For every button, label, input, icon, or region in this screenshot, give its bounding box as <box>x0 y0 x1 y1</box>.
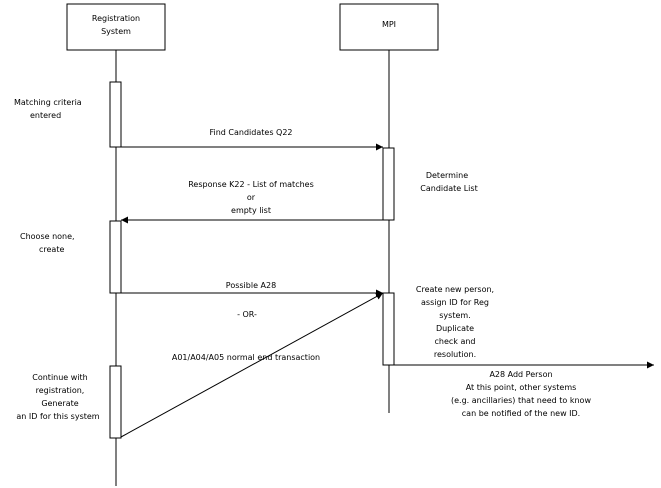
continue-note-1: Continue with <box>32 373 88 382</box>
a28-desc-2: (e.g. ancillaries) that need to know <box>451 396 591 405</box>
create-note-6: resolution. <box>434 350 476 359</box>
a28-desc-3: can be notified of the new ID. <box>462 409 580 418</box>
find-candidates-label: Find Candidates Q22 <box>209 128 292 137</box>
create-note-3: system. <box>439 311 470 320</box>
mpi-label: MPI <box>382 20 396 29</box>
response-k22-label-3: empty list <box>231 206 271 215</box>
a01-a04-a05-label: A01/A04/A05 normal end transaction <box>172 353 320 362</box>
continue-note-4: an ID for this system <box>16 412 99 421</box>
registration-system-label-1: Registration <box>92 14 140 23</box>
mpi-activation-2 <box>382 292 395 366</box>
a01-a04-a05-arrow <box>120 292 384 438</box>
continue-note-3: Generate <box>41 399 78 408</box>
registration-system-label-2: System <box>101 27 131 36</box>
determine-note-1: Determine <box>426 171 468 180</box>
registration-activation-1 <box>109 81 122 148</box>
continue-note-2: registration, <box>36 386 85 395</box>
matching-criteria-note-1: Matching criteria <box>14 98 82 107</box>
choose-none-note-2: create <box>39 245 64 254</box>
response-k22-label-2: or <box>247 193 256 202</box>
choose-none-note-1: Choose none, <box>20 232 75 241</box>
matching-criteria-note-2: entered <box>30 111 61 120</box>
create-note-2: assign ID for Reg <box>421 298 489 307</box>
create-note-4: Duplicate <box>436 324 474 333</box>
determine-note-2: Candidate List <box>420 184 477 193</box>
a28-desc-1: At this point, other systems <box>466 383 577 392</box>
mpi-box <box>339 3 439 51</box>
mpi-activation-1 <box>382 147 395 221</box>
possible-a28-label: Possible A28 <box>226 281 276 290</box>
response-k22-label-1: Response K22 - List of matches <box>188 180 314 189</box>
registration-activation-3 <box>109 365 122 439</box>
create-note-5: check and <box>434 337 475 346</box>
create-note-1: Create new person, <box>416 285 494 294</box>
registration-system-box <box>66 3 166 51</box>
registration-activation-2 <box>109 220 122 294</box>
or-separator: - OR- <box>237 310 257 319</box>
a28-add-person-label: A28 Add Person <box>489 370 552 379</box>
